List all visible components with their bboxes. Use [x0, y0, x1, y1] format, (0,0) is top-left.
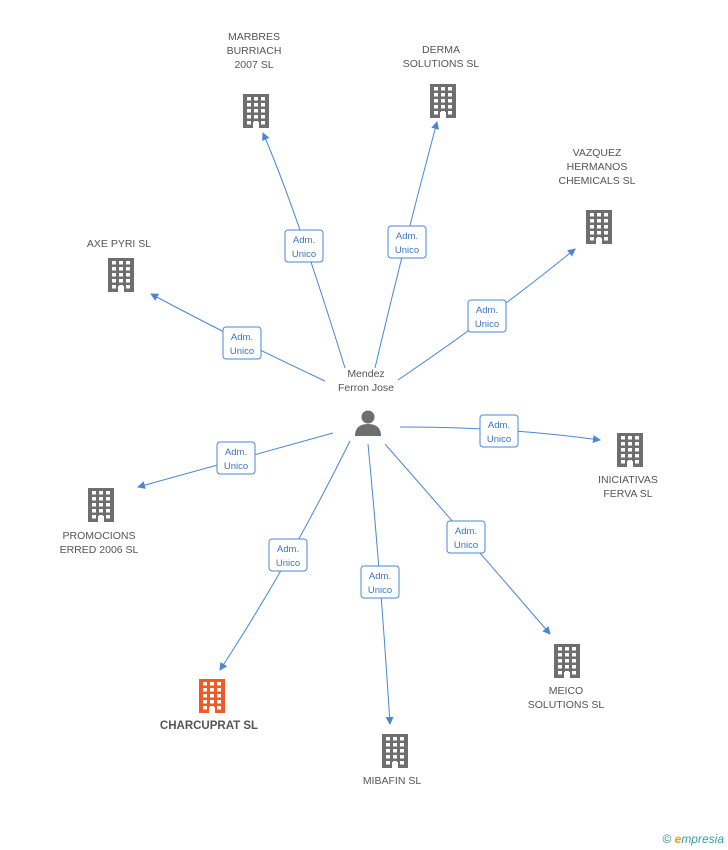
building-icon[interactable] — [88, 488, 114, 522]
edge-label-iniciativas[interactable]: Adm. Unico — [479, 414, 519, 448]
edge-label-marbres[interactable]: Adm. Unico — [284, 229, 324, 263]
building-icon[interactable] — [586, 210, 612, 244]
edge-label-text: Adm. — [396, 231, 418, 242]
company-label-charcuprat[interactable]: CHARCUPRAT SL — [160, 720, 258, 732]
building-icon[interactable] — [617, 433, 643, 467]
company-label-derma[interactable]: SOLUTIONS SL — [403, 58, 480, 70]
company-label-vazquez[interactable]: CHEMICALS SL — [558, 175, 635, 187]
company-label-iniciativas[interactable]: FERVA SL — [603, 488, 652, 500]
company-label-promocions[interactable]: ERRED 2006 SL — [60, 544, 139, 556]
brand-logo-initial: e — [674, 832, 682, 846]
company-label-vazquez[interactable]: HERMANOS — [567, 161, 628, 173]
edge-label-text: Unico — [475, 319, 499, 330]
edge-label-mibafin[interactable]: Adm. Unico — [360, 565, 400, 599]
edge-label-text: Unico — [276, 558, 300, 569]
edge-label-text: Unico — [292, 249, 316, 260]
brand-logo-text: mpresia — [681, 832, 724, 846]
edge-label-text: Adm. — [476, 305, 498, 316]
edge-label-text: Adm. — [277, 544, 299, 555]
company-label-axe[interactable]: AXE PYRI SL — [87, 238, 151, 250]
company-label-mibafin[interactable]: MIBAFIN SL — [363, 775, 422, 787]
company-label-meico[interactable]: MEICO — [549, 685, 583, 697]
edge-label-axe[interactable]: Adm. Unico — [222, 326, 262, 360]
edge-label-text: Adm. — [225, 447, 247, 458]
copyright-symbol: © — [662, 832, 672, 846]
edge-label-charcuprat[interactable]: Adm. Unico — [268, 538, 308, 572]
company-label-iniciativas[interactable]: INICIATIVAS — [598, 474, 658, 486]
edge-label-derma[interactable]: Adm. Unico — [387, 225, 427, 259]
building-icon[interactable] — [382, 734, 408, 768]
person-label[interactable]: Ferron Jose — [338, 382, 394, 394]
edge-label-text: Adm. — [231, 332, 253, 343]
edge-label-text: Unico — [395, 245, 419, 256]
company-label-vazquez[interactable]: VAZQUEZ — [573, 147, 622, 159]
watermark: © empresia — [662, 832, 724, 846]
edge-label-text: Unico — [454, 540, 478, 551]
edge-label-text: Adm. — [293, 235, 315, 246]
building-icon[interactable] — [554, 644, 580, 678]
edge-label-text: Unico — [368, 585, 392, 596]
building-icon[interactable] — [199, 679, 225, 713]
edge-label-vazquez[interactable]: Adm. Unico — [467, 299, 507, 333]
building-icon[interactable] — [108, 258, 134, 292]
edge-label-text: Unico — [224, 461, 248, 472]
company-label-promocions[interactable]: PROMOCIONS — [63, 530, 136, 542]
building-icon[interactable] — [243, 94, 269, 128]
edge-label-text: Unico — [230, 346, 254, 357]
person-icon[interactable] — [355, 410, 381, 437]
company-label-marbres[interactable]: 2007 SL — [234, 59, 273, 71]
edge-label-promocions[interactable]: Adm. Unico — [216, 441, 256, 475]
edge-label-text: Unico — [487, 434, 511, 445]
edge-label-text: Adm. — [488, 420, 510, 431]
company-label-marbres[interactable]: BURRIACH — [227, 45, 282, 57]
company-label-marbres[interactable]: MARBRES — [228, 31, 280, 43]
edge-label-text: Adm. — [369, 571, 391, 582]
company-label-meico[interactable]: SOLUTIONS SL — [528, 699, 605, 711]
person-label[interactable]: Mendez — [347, 368, 384, 380]
company-label-derma[interactable]: DERMA — [422, 44, 460, 56]
edge-label-text: Adm. — [455, 526, 477, 537]
building-icon[interactable] — [430, 84, 456, 118]
edge-label-meico[interactable]: Adm. Unico — [446, 520, 486, 554]
